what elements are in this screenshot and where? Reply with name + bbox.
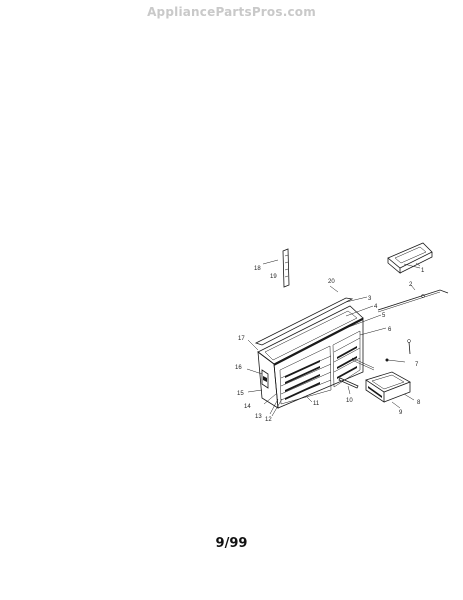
callout-4: 4 [374,304,378,310]
callout-labels: 1 2 3 4 5 6 7 8 9 10 11 12 13 14 15 16 1… [235,266,425,423]
callout-1: 1 [421,268,425,274]
callout-18: 18 [254,266,261,272]
callout-13: 13 [255,414,262,420]
part-rail-strip [262,248,290,288]
part-lid [254,285,354,346]
callout-10: 10 [346,398,353,404]
date-code: 9/99 [215,536,248,551]
callout-2: 2 [409,282,413,288]
callout-6: 6 [388,327,392,333]
callout-12: 12 [265,417,272,423]
callout-5: 5 [382,313,386,319]
watermark: AppliancePartsPros.com [147,5,316,19]
callout-9: 9 [399,410,403,416]
part-loose-drawer [351,357,411,403]
callout-17: 17 [238,336,245,342]
part-drawer-slide [338,377,359,389]
part-small-screw [385,339,411,363]
callout-14: 14 [244,404,251,410]
callout-8: 8 [417,400,421,406]
callout-19: 19 [270,274,277,280]
callout-7: 7 [415,362,419,368]
part-top-tray [387,242,433,274]
tool-chest-cabinet [257,305,364,409]
leader-lines [246,263,421,417]
callout-3: 3 [368,296,372,302]
callout-20: 20 [328,279,335,285]
callout-15: 15 [237,391,244,397]
callout-11: 11 [313,401,320,407]
callout-16: 16 [235,365,242,371]
part-lid-rod [377,289,449,313]
